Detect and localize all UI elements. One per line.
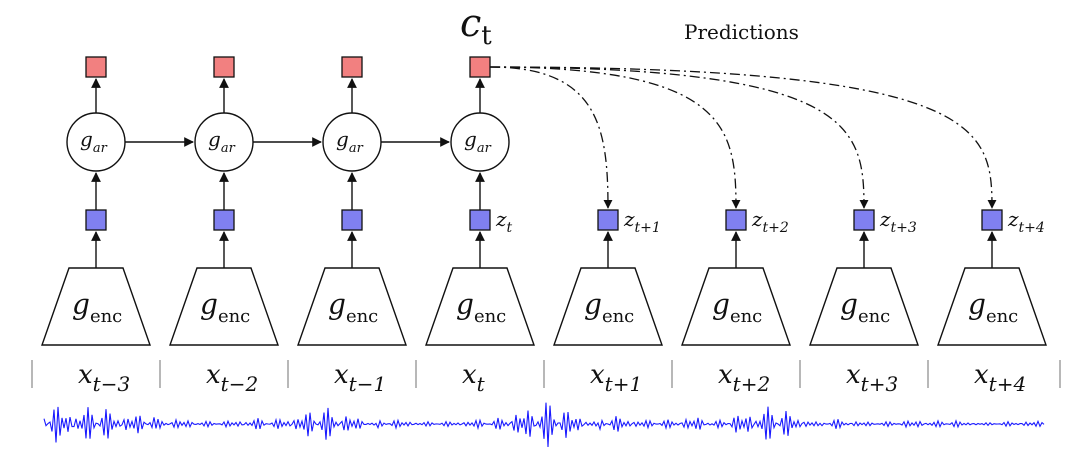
latent-label: zt+3	[879, 207, 917, 236]
latent-square	[597, 209, 619, 231]
encoder-label: genc	[584, 288, 634, 327]
encoder-label: genc	[72, 288, 122, 327]
timestep-columns: gencgargencgargencgargencztgargenczt+1ge…	[41, 56, 1047, 346]
timestep-column: genc zt+1	[553, 207, 663, 346]
encoder-label: genc	[968, 288, 1018, 327]
latent-square	[469, 209, 491, 231]
encoder-block	[297, 267, 407, 346]
prediction-arrow	[489, 66, 741, 209]
encoder-label: genc	[328, 288, 378, 327]
encoder-block	[553, 267, 663, 346]
prediction-arrow	[489, 66, 613, 209]
ar-label: gar	[336, 127, 364, 156]
latent-square	[85, 209, 107, 231]
input-segments-axis: xt−3 xt−2 xt−1 xt xt+1 xt+2 xt+3 xt+4	[31, 360, 1061, 396]
context-square	[341, 56, 363, 78]
ar-label: gar	[80, 127, 108, 156]
encoder-label: genc	[200, 288, 250, 327]
prediction-arrows	[489, 66, 997, 209]
ar-label: gar	[464, 127, 492, 156]
input-label: xt−2	[206, 360, 258, 396]
encoder-block	[169, 267, 279, 346]
input-label: xt+3	[846, 360, 898, 396]
encoder-label: genc	[712, 288, 762, 327]
input-label: xt+2	[718, 360, 770, 396]
context-square	[85, 56, 107, 78]
latent-square	[981, 209, 1003, 231]
timestep-column: genc zt+4	[937, 207, 1047, 346]
latent-label: zt	[495, 207, 513, 236]
latent-square	[341, 209, 363, 231]
encoder-block	[425, 267, 535, 346]
input-label: xt−1	[334, 360, 386, 396]
context-square	[469, 56, 491, 78]
encoder-block	[809, 267, 919, 346]
encoder-label: genc	[840, 288, 890, 327]
context-square	[213, 56, 235, 78]
timestep-column: genc zt+2	[681, 207, 791, 346]
prediction-arrow	[489, 66, 869, 209]
context-label: ct	[460, 1, 492, 51]
ar-label: gar	[208, 127, 236, 156]
encoder-block	[937, 267, 1047, 346]
encoder-block	[41, 267, 151, 346]
waveform-trace	[43, 402, 1045, 448]
input-label: xt−3	[78, 360, 130, 396]
latent-label: zt+1	[623, 207, 661, 236]
timestep-column: genc zt gar	[425, 56, 535, 346]
predictions-label: Predictions	[684, 20, 799, 44]
input-label: xt+1	[590, 360, 642, 396]
prediction-arrow	[489, 66, 997, 209]
latent-square	[725, 209, 747, 231]
latent-label: zt+4	[1007, 207, 1045, 236]
timestep-column: genc zt+3	[809, 207, 919, 346]
encoder-label: genc	[456, 288, 506, 327]
input-label: xt	[462, 360, 486, 396]
timestep-column: genc gar	[41, 56, 151, 346]
timestep-column: genc gar	[169, 56, 279, 346]
input-label: xt+4	[974, 360, 1026, 396]
encoder-block	[681, 267, 791, 346]
latent-square	[213, 209, 235, 231]
latent-label: zt+2	[751, 207, 789, 236]
audio-waveform	[43, 402, 1045, 448]
timestep-column: genc gar	[297, 56, 407, 346]
latent-square	[853, 209, 875, 231]
